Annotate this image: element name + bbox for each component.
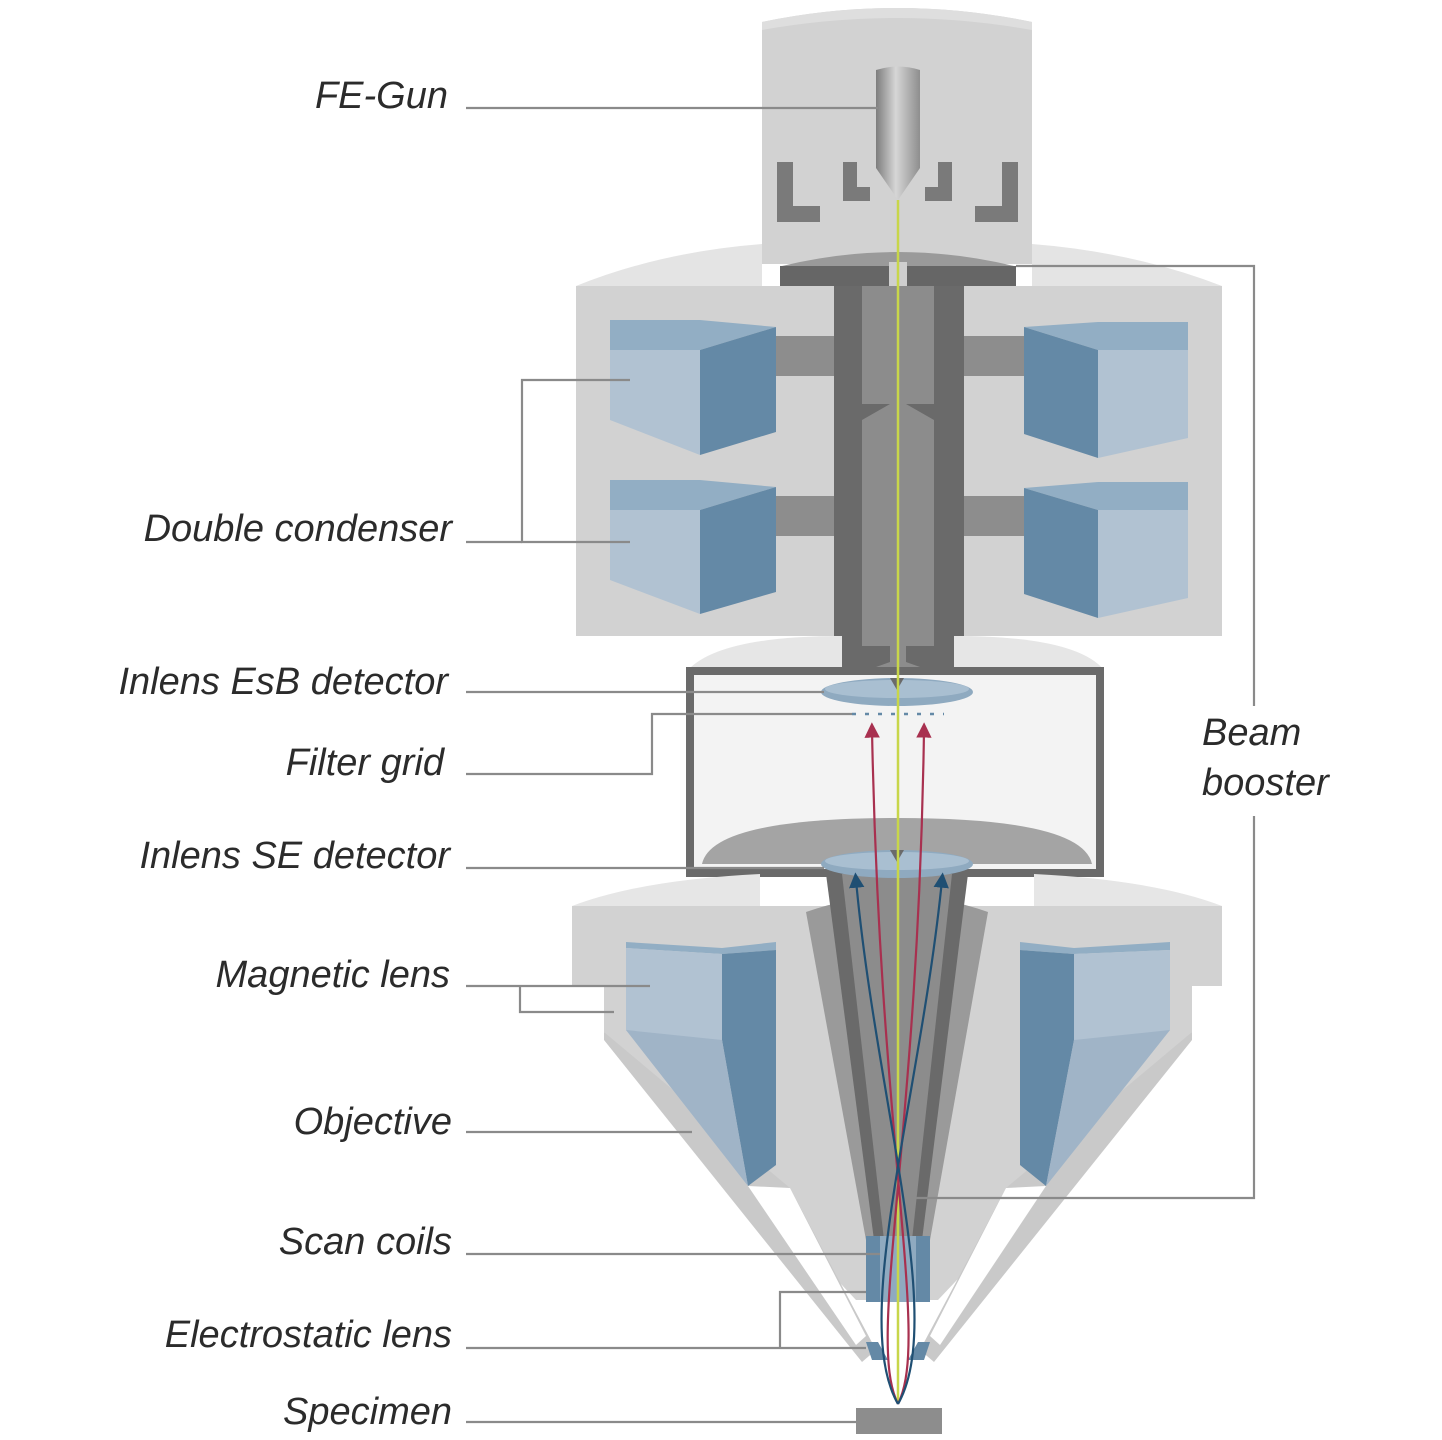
label-magnetic-lens: Magnetic lens bbox=[216, 954, 450, 996]
label-inlens-esb-detector: Inlens EsB detector bbox=[118, 661, 449, 703]
detector-chamber bbox=[686, 636, 1104, 877]
leader-lines bbox=[466, 106, 1256, 1424]
gun-apertures bbox=[777, 162, 1018, 222]
label-inlens-se-detector: Inlens SE detector bbox=[139, 835, 451, 877]
label-fe-gun: FE-Gun bbox=[315, 75, 448, 117]
leader-magnetic-lens-branch bbox=[518, 986, 614, 1014]
backscattered-electron-paths bbox=[864, 722, 932, 1405]
label-beam-booster-line1: Beam bbox=[1202, 712, 1301, 754]
leader-double-condenser-bracket bbox=[520, 378, 630, 544]
leader-beam-booster-top bbox=[1016, 264, 1256, 706]
magnetic-lens-coil-right bbox=[1020, 942, 1170, 1186]
label-specimen: Specimen bbox=[283, 1391, 452, 1433]
label-objective: Objective bbox=[294, 1101, 452, 1143]
label-scan-coils: Scan coils bbox=[279, 1221, 452, 1263]
objective-pole-piece-white-gap bbox=[748, 1186, 1046, 1345]
leader-electrostatic-lens-branch bbox=[778, 1290, 866, 1348]
label-beam-booster-line2: booster bbox=[1202, 762, 1330, 804]
condenser-coil-bottom-left bbox=[610, 480, 776, 614]
condenser-coil-bottom-right bbox=[1024, 482, 1188, 618]
condenser-coil-top-right bbox=[1024, 322, 1188, 458]
secondary-electron-paths bbox=[849, 872, 949, 1405]
leader-filter-grid bbox=[466, 712, 852, 776]
label-filter-grid: Filter grid bbox=[286, 742, 446, 784]
condenser-connector-bars bbox=[772, 336, 1025, 536]
label-electrostatic-lens: Electrostatic lens bbox=[165, 1314, 452, 1356]
electrostatic-lens-electrodes bbox=[866, 1342, 930, 1360]
specimen-block bbox=[856, 1408, 942, 1434]
label-double-condenser: Double condenser bbox=[144, 508, 454, 550]
labels: FE-Gun Double condenser Inlens EsB detec… bbox=[118, 75, 1330, 1433]
leader-beam-booster-bottom bbox=[916, 816, 1256, 1200]
magnetic-lens-coil-left bbox=[626, 942, 776, 1186]
fe-gun-tip bbox=[876, 66, 920, 200]
condenser-coil-top-left bbox=[610, 320, 776, 455]
